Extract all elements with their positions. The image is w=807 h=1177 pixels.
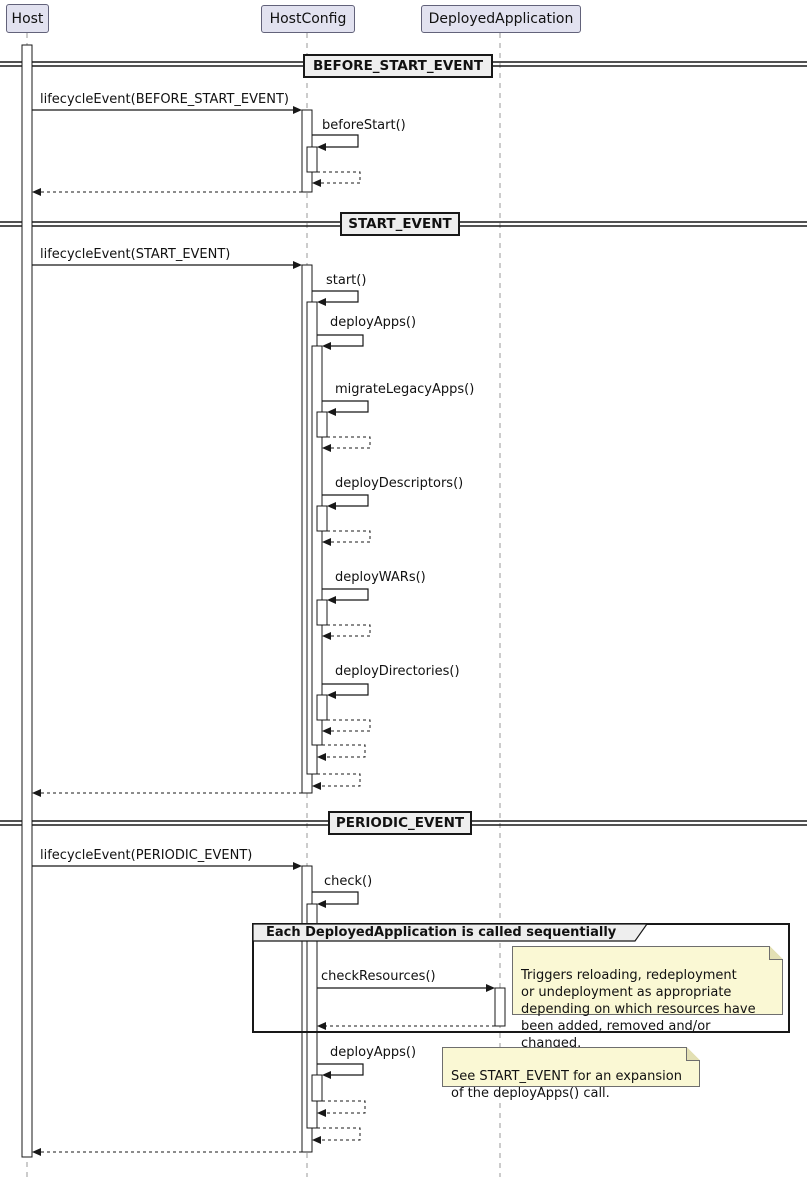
message-check-resources: checkResources() — [321, 969, 436, 984]
activation-host — [21, 44, 33, 1158]
self-call-deploy-directories — [322, 683, 369, 696]
return-deploy-apps-start — [322, 744, 366, 758]
return-start — [317, 773, 361, 787]
activation-deploy-apps-periodic — [311, 1074, 323, 1102]
participant-hostconfig: HostConfig — [261, 5, 355, 33]
arrowhead-before-start — [317, 143, 326, 151]
arrowhead-migrate-legacy-apps — [327, 408, 336, 416]
divider-before-start-event: BEFORE_START_EVENT — [303, 54, 493, 78]
arrowhead-deploy-apps-periodic — [322, 1071, 331, 1079]
arrowhead-return-lifecycle-start — [32, 789, 41, 797]
arrowhead-return-deploy-apps-start — [317, 753, 326, 761]
self-call-migrate-legacy-apps — [322, 400, 369, 413]
activation-deploy-wars — [316, 599, 328, 626]
message-deploy-descriptors: deployDescriptors() — [335, 476, 464, 491]
message-lifecycle-before-start: lifecycleEvent(BEFORE_START_EVENT) — [40, 92, 289, 107]
arrowhead-deploy-wars — [327, 596, 336, 604]
arrowhead-deploy-apps-start — [322, 342, 331, 350]
note-deploy-apps-text: See START_EVENT for an expansion of the … — [451, 1069, 682, 1101]
arrowhead-return-lifecycle-before-start — [32, 188, 41, 196]
return-check — [317, 1127, 361, 1141]
arrowhead-lifecycle-periodic — [293, 862, 302, 870]
message-deploy-apps-start: deployApps() — [330, 315, 417, 330]
message-migrate-legacy-apps: migrateLegacyApps() — [335, 382, 475, 397]
message-lifecycle-periodic: lifecycleEvent(PERIODIC_EVENT) — [40, 848, 253, 863]
activation-check-call — [306, 903, 318, 1129]
arrowhead-lifecycle-start — [293, 261, 302, 269]
note-check-resources-text: Triggers reloading, redeployment or unde… — [521, 968, 756, 1051]
message-lifecycle-start: lifecycleEvent(START_EVENT) — [40, 247, 231, 262]
arrowhead-return-start — [312, 782, 321, 790]
activation-before-start-call — [306, 146, 318, 173]
arrowhead-check — [317, 900, 326, 908]
participant-deployedapplication: DeployedApplication — [421, 5, 581, 33]
self-call-deploy-wars — [322, 588, 369, 601]
note-check-resources: Triggers reloading, redeployment or unde… — [512, 946, 783, 1051]
note-deploy-apps: See START_EVENT for an expansion of the … — [442, 1047, 700, 1101]
return-deploy-descriptors — [327, 530, 371, 543]
message-deploy-wars: deployWARs() — [335, 570, 426, 585]
group-label: Each DeployedApplication is called seque… — [266, 925, 617, 940]
activation-deploy-directories — [316, 694, 328, 721]
arrowhead-return-deploy-descriptors — [322, 538, 331, 546]
divider-start-event: START_EVENT — [340, 212, 460, 236]
message-check: check() — [324, 874, 373, 889]
self-call-deploy-descriptors — [322, 494, 369, 507]
arrowhead-deploy-descriptors — [327, 502, 336, 510]
arrowhead-return-deploy-directories — [322, 727, 331, 735]
self-call-check — [312, 891, 359, 905]
self-call-before-start — [312, 134, 359, 148]
arrowhead-deploy-directories — [327, 691, 336, 699]
note-fold-icon — [769, 946, 783, 960]
return-migrate-legacy-apps — [327, 436, 371, 449]
activation-migrate-legacy-apps — [316, 411, 328, 438]
arrowhead-check-resources — [486, 984, 495, 992]
arrowhead-return-deploy-wars — [322, 632, 331, 640]
arrowhead-return-lifecycle-periodic — [32, 1148, 41, 1156]
arrowhead-return-check — [312, 1136, 321, 1144]
message-start: start() — [326, 273, 367, 288]
arrowhead-return-before-start — [312, 179, 321, 187]
return-deploy-directories — [327, 719, 371, 732]
self-call-deploy-apps-start — [317, 334, 364, 347]
self-call-start — [312, 290, 359, 303]
message-deploy-apps-periodic: deployApps() — [330, 1045, 417, 1060]
arrowhead-lifecycle-before-start — [293, 106, 302, 114]
arrowhead-return-migrate-legacy-apps — [322, 444, 331, 452]
group-header-shape — [252, 923, 649, 942]
activation-deploy-descriptors — [316, 505, 328, 532]
divider-periodic-event: PERIODIC_EVENT — [328, 811, 472, 835]
activation-deploy-apps-start — [311, 345, 323, 746]
activation-deployedapplication — [494, 987, 506, 1027]
message-deploy-directories: deployDirectories() — [335, 664, 460, 679]
participant-host: Host — [6, 4, 49, 33]
return-deploy-apps-periodic — [322, 1100, 366, 1114]
message-before-start: beforeStart() — [322, 118, 406, 133]
return-before-start — [317, 171, 361, 184]
arrowhead-start — [317, 298, 326, 306]
arrowhead-return-deploy-apps-periodic — [317, 1109, 326, 1117]
note-fold-icon — [686, 1047, 700, 1061]
self-call-deploy-apps-periodic — [317, 1063, 364, 1076]
arrowhead-return-check-resources — [317, 1022, 326, 1030]
return-deploy-wars — [327, 624, 371, 637]
